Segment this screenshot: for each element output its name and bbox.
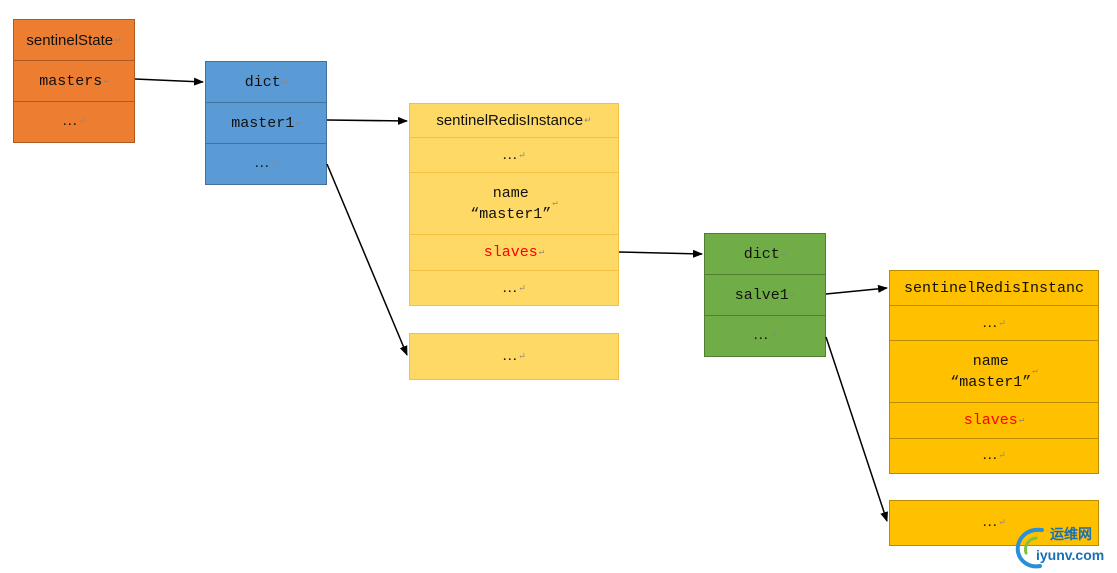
- slave-instance-ellipsis-2: …↵: [982, 447, 1006, 463]
- logo-swirl-icon: [1015, 527, 1044, 569]
- salve1-entry: salve1↵: [705, 275, 825, 316]
- master-next-ellipsis: …↵: [502, 348, 526, 364]
- watermark-logo: 运维网 iyunv.com: [1012, 522, 1117, 573]
- master-instance-name-field: name “master1”↵: [410, 173, 618, 235]
- masters-dict-box: dict↵ master1↵ …↵: [205, 61, 327, 185]
- slaves-dict-box: dict↵ salve1↵ …↵: [704, 233, 826, 357]
- slave-instance-ellipsis-1: …↵: [890, 306, 1098, 341]
- slave-next-box: …↵: [889, 500, 1099, 546]
- slave-instance-box: sentinelRedisInstanc …↵ name “master1”↵ …: [889, 270, 1099, 474]
- slave-instance-slaves-field: slaves↵: [890, 403, 1098, 439]
- arrow-master1-to-instance: [326, 116, 408, 125]
- arrow-slaves-to-dict: [618, 249, 703, 258]
- sentinel-state-ellipsis: …↵: [62, 113, 86, 129]
- master-instance-ellipsis-2: …↵: [502, 279, 526, 296]
- master-next-box: …↵: [409, 333, 619, 380]
- masters-dict-ellipsis: …↵: [254, 155, 278, 171]
- master1-entry: master1↵: [206, 103, 326, 144]
- slaves-dict-title: dict↵: [705, 234, 825, 275]
- slave-instance-title: sentinelRedisInstanc: [890, 271, 1098, 306]
- master-instance-box: sentinelRedisInstance↵ …↵ name “master1”…: [409, 103, 619, 306]
- arrow-dict-next-to-master-next: [326, 163, 408, 356]
- sentinel-state-box: sentinelState↵ masters↵ …↵: [13, 19, 135, 143]
- master-instance-ellipsis-1: …↵: [410, 138, 618, 173]
- slave-instance-name-field: name “master1”↵: [890, 341, 1098, 403]
- sentinel-state-title: sentinelState↵: [14, 20, 134, 61]
- arrow-masters-to-dict: [134, 77, 204, 86]
- master-instance-title: sentinelRedisInstance↵: [410, 104, 618, 138]
- arrow-salve1-to-instance: [825, 284, 888, 295]
- masters-field: masters↵: [14, 61, 134, 102]
- master-instance-slaves-field: slaves↵: [410, 235, 618, 271]
- watermark-top-text: 运维网: [1050, 527, 1092, 543]
- slave-next-ellipsis: …↵: [982, 514, 1006, 530]
- watermark-bottom-text: iyunv.com: [1036, 547, 1105, 563]
- arrow-slave-dict-next-to-slave-next: [825, 336, 888, 522]
- masters-dict-title: dict↵: [206, 62, 326, 103]
- slaves-dict-ellipsis: …↵: [753, 327, 777, 343]
